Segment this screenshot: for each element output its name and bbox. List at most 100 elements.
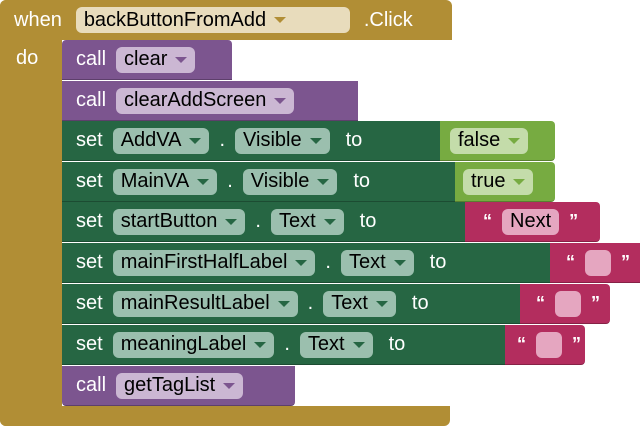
procedure-dropdown[interactable]: clear — [116, 46, 196, 73]
chevron-down-icon — [277, 300, 290, 307]
call-label: call — [76, 89, 107, 111]
chevron-down-icon — [274, 17, 287, 23]
boolean-dropdown[interactable]: false — [450, 127, 529, 154]
event-name: .Click — [363, 8, 413, 31]
text-field[interactable]: Next — [502, 208, 560, 235]
set-MainVA-visible-block[interactable]: set MainVA . Visible to — [62, 162, 457, 202]
call-label: call — [76, 374, 107, 396]
close-quote: ” — [621, 252, 630, 272]
when-label: when — [14, 8, 62, 31]
set-meaningLabel-text-block[interactable]: set meaningLabel . Text to — [62, 325, 507, 365]
text-string-block[interactable]: “ ” — [520, 284, 610, 324]
component-name: startButton — [120, 210, 218, 232]
chevron-down-icon — [223, 382, 236, 389]
component-name: MainVA — [120, 170, 190, 192]
to-label: to — [359, 210, 377, 232]
component-dropdown[interactable]: backButtonFromAdd — [75, 7, 350, 33]
close-quote: ” — [591, 293, 600, 313]
chevron-down-icon — [295, 259, 308, 266]
text-string-block[interactable]: “ Next ” — [465, 202, 600, 242]
set-label: set — [76, 129, 103, 151]
to-label: to — [345, 129, 363, 151]
component-name: mainFirstHalfLabel — [120, 251, 288, 273]
text-string-block[interactable]: “ ” — [505, 325, 585, 365]
procedure-name: clearAddScreen — [124, 89, 267, 111]
open-quote: “ — [536, 293, 545, 313]
open-quote: “ — [517, 334, 526, 354]
component-name: mainResultLabel — [120, 292, 270, 314]
close-quote: ” — [572, 334, 581, 354]
chevron-down-icon — [225, 218, 238, 225]
text-string-block[interactable]: “ ” — [550, 243, 640, 283]
dot-label: . — [255, 210, 261, 232]
procedure-dropdown[interactable]: clearAddScreen — [116, 87, 295, 114]
set-label: set — [76, 292, 103, 314]
chevron-down-icon — [317, 178, 330, 185]
false-block[interactable]: false — [440, 121, 555, 161]
property-dropdown[interactable]: Text — [299, 331, 373, 358]
property-dropdown[interactable]: Text — [270, 208, 344, 235]
close-quote: ” — [569, 211, 579, 231]
open-quote: “ — [483, 211, 492, 231]
text-field[interactable] — [555, 290, 581, 317]
set-label: set — [76, 251, 103, 273]
chevron-down-icon — [393, 259, 406, 266]
component-dropdown[interactable]: meaningLabel — [112, 331, 275, 358]
dot-label: . — [307, 292, 314, 314]
call-clear-block[interactable]: call clear — [62, 40, 232, 80]
call-label: call — [76, 48, 107, 70]
chevron-down-icon — [197, 178, 210, 185]
procedure-name: clear — [124, 48, 168, 70]
call-getTagList-block[interactable]: call getTagList — [62, 366, 295, 406]
set-startButton-text-block[interactable]: set startButton . Text to — [62, 202, 467, 242]
component-name: meaningLabel — [120, 333, 247, 355]
boolean-dropdown[interactable]: true — [463, 168, 534, 195]
property-name: Text — [278, 210, 316, 232]
call-clearAddScreen-block[interactable]: call clearAddScreen — [62, 81, 358, 121]
to-label: to — [411, 292, 429, 314]
property-name: Text — [348, 251, 386, 273]
set-mainFirstHalfLabel-text-block[interactable]: set mainFirstHalfLabel . Text to — [62, 243, 552, 283]
component-dropdown[interactable]: AddVA — [112, 127, 210, 154]
dot-label: . — [219, 129, 226, 151]
procedure-dropdown[interactable]: getTagList — [116, 372, 244, 399]
set-mainResultLabel-text-block[interactable]: set mainResultLabel . Text to — [62, 284, 522, 324]
set-AddVA-visible-block[interactable]: set AddVA . Visible to — [62, 121, 442, 161]
dot-label: . — [325, 251, 331, 273]
to-label: to — [353, 170, 371, 192]
boolean-value: true — [471, 170, 506, 192]
chevron-down-icon — [309, 137, 322, 144]
component-name: backButtonFromAdd — [83, 8, 267, 31]
dot-label: . — [284, 333, 290, 355]
text-field[interactable] — [536, 331, 562, 358]
chevron-down-icon — [513, 178, 526, 185]
true-block[interactable]: true — [455, 162, 555, 202]
do-label: do — [16, 47, 39, 69]
to-label: to — [388, 333, 406, 355]
component-dropdown[interactable]: mainFirstHalfLabel — [112, 249, 316, 276]
event-block-footer — [0, 406, 450, 426]
chevron-down-icon — [274, 97, 287, 104]
property-dropdown[interactable]: Text — [323, 290, 396, 317]
component-dropdown[interactable]: mainResultLabel — [112, 290, 298, 317]
component-dropdown[interactable]: MainVA — [112, 168, 218, 195]
chevron-down-icon — [375, 300, 388, 307]
set-label: set — [76, 333, 103, 355]
chevron-down-icon — [189, 137, 202, 144]
component-dropdown[interactable]: startButton — [112, 208, 246, 235]
dot-label: . — [227, 170, 233, 192]
chevron-down-icon — [254, 341, 267, 348]
property-name: Visible — [243, 129, 302, 151]
property-name: Visible — [250, 170, 310, 192]
event-block-body — [0, 0, 62, 426]
property-dropdown[interactable]: Text — [340, 249, 414, 276]
property-name: Text — [331, 292, 368, 314]
property-dropdown[interactable]: Visible — [235, 127, 330, 154]
open-quote: “ — [566, 252, 575, 272]
chevron-down-icon — [323, 218, 336, 225]
property-dropdown[interactable]: Visible — [242, 168, 338, 195]
set-label: set — [76, 210, 103, 232]
property-name: Text — [307, 333, 345, 355]
chevron-down-icon — [508, 137, 521, 144]
text-field[interactable] — [585, 249, 611, 276]
